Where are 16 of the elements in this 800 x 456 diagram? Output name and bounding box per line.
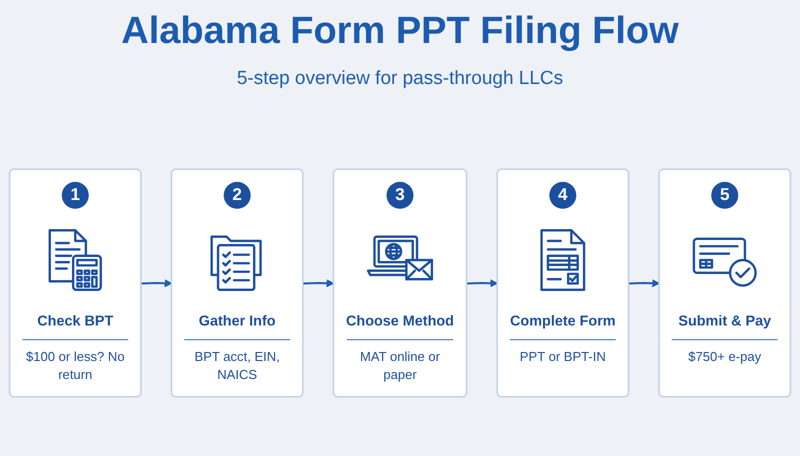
arrow [628, 279, 660, 288]
subtitle: 5-step overview for pass-through LLCs [236, 68, 564, 90]
arrow [466, 279, 498, 288]
step-description: PPT or BPT-IN [510, 339, 616, 384]
step-description: BPT acct, EIN, NAICS [184, 339, 290, 384]
step-title: Complete Form [510, 313, 616, 332]
step-title: Submit & Pay [677, 313, 772, 332]
arrow [141, 279, 172, 288]
arrow [303, 279, 334, 288]
step-title: Choose Method [346, 313, 454, 332]
step-title: Gather Info [198, 313, 277, 332]
step-description: $100 or less? No return [22, 339, 128, 384]
step-title: Check BPT [36, 313, 114, 332]
diagram-title: Alabama Form PPT Filing Flow [121, 10, 679, 54]
step-description: $750+ e-pay [672, 339, 778, 384]
step-description: MAT online or paper [346, 339, 454, 384]
